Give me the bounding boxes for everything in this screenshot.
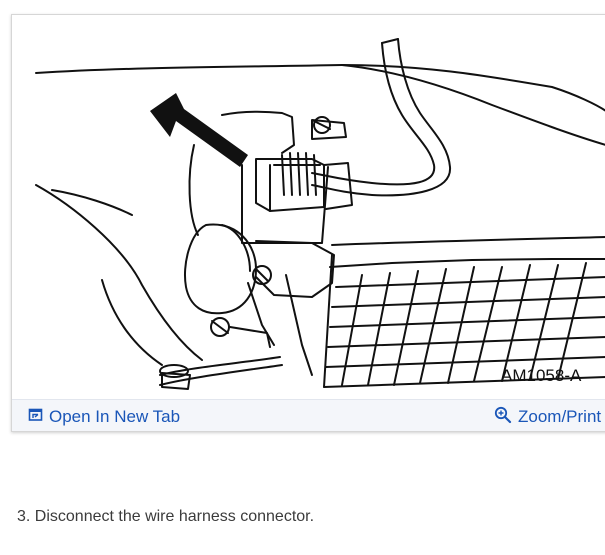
figure-toolbar: Open In New Tab Zoom/Print: [12, 399, 605, 431]
open-in-new-tab-label: Open In New Tab: [49, 407, 181, 426]
wiring-illustration: AM1058-A: [12, 15, 605, 399]
open-new-tab-icon: [28, 407, 43, 427]
figure-label: AM1058-A: [501, 366, 582, 385]
figure-card: AM1058-A Open In New Tab Zoom/: [11, 14, 605, 432]
open-in-new-tab-link[interactable]: Open In New Tab: [28, 400, 181, 431]
zoom-print-label: Zoom/Print: [518, 407, 602, 426]
zoom-print-link[interactable]: Zoom/Print: [494, 400, 602, 431]
zoom-icon: [494, 406, 512, 429]
connector-diagram: AM1058-A: [35, 38, 605, 390]
instruction-step-3: 3. Disconnect the wire harness connector…: [17, 508, 315, 525]
pointer-arrow: [150, 93, 248, 167]
